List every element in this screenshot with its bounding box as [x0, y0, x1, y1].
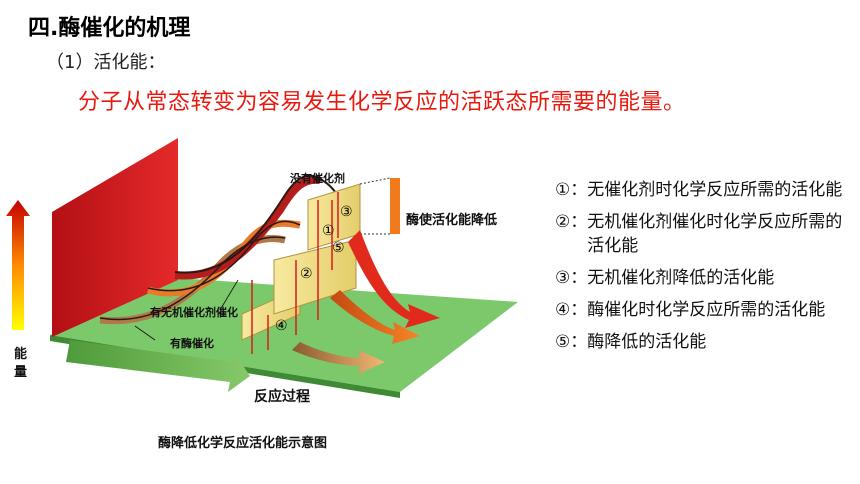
legend-text: 无催化剂时化学反应所需的活化能 [587, 180, 843, 200]
energy-axis-arrow [6, 200, 30, 330]
axis-energy-label-bottom: 量 [14, 365, 27, 380]
activation-energy-diagram: ① ② ③ ④ ⑤ 没有催化剂 有无机催化剂催化 有酶催化 酶使活化能降低 能 … [6, 138, 518, 451]
label-enzyme-lowers: 酶使活化能降低 [406, 212, 497, 228]
legend-item-3: ③： 无机催化剂降低的活化能 [555, 266, 855, 290]
label-inorganic-pointer [219, 279, 239, 311]
legend-text: 无机催化剂降低的活化能 [587, 268, 775, 288]
enzyme-curve-line [99, 236, 286, 321]
subheading-activation-energy: （1）活化能： [46, 52, 166, 73]
no-catalyst-arrow [348, 230, 440, 328]
label-no-catalyst: 没有催化剂 [290, 171, 345, 185]
legend-number: ①： [555, 180, 588, 200]
legend-item-2: ②： 无机催化剂催化时化学反应所需的活化能 [555, 210, 855, 258]
bracket-top [359, 177, 391, 185]
legend-list: ①： 无催化剂时化学反应所需的活化能 ②： 无机催化剂催化时化学反应所需的活化能… [555, 178, 855, 362]
legend-number: ②： [555, 212, 588, 232]
process-axis-arrow [66, 340, 250, 392]
legend-item-4: ④： 酶催化时化学反应所需的活化能 [555, 298, 855, 322]
marker-5: ⑤ [332, 240, 345, 256]
marker-1: ① [322, 223, 335, 239]
section-heading: 四.酶催化的机理 [28, 16, 191, 41]
inorganic-curve-line [147, 220, 301, 292]
marker-4: ④ [275, 318, 288, 334]
legend-number: ③： [555, 268, 588, 288]
legend-number: ⑤： [555, 332, 588, 352]
legend-item-1: ①： 无催化剂时化学反应所需的活化能 [555, 178, 855, 202]
activation-energy-definition: 分子从常态转变为容易发生化学反应的活跃态所需要的能量。 [78, 90, 686, 115]
axis-energy-label-top: 能 [14, 346, 27, 362]
axis-process-label: 反应过程 [254, 388, 310, 405]
marker-3: ③ [340, 204, 353, 220]
legend-number: ④： [555, 300, 588, 320]
diagram-caption: 酶降低化学反应活化能示意图 [158, 435, 327, 451]
legend-text: 无机催化剂催化时化学反应所需的活化能 [587, 212, 843, 256]
marker-2: ② [300, 266, 313, 282]
energy-wall [52, 138, 178, 337]
label-inorganic-catalyst: 有无机催化剂催化 [150, 305, 238, 319]
enzyme-arrow [292, 342, 385, 374]
inorganic-arrow [330, 290, 420, 344]
legend-item-5: ⑤： 酶降低的活化能 [555, 330, 855, 354]
legend-text: 酶催化时化学反应所需的活化能 [587, 300, 826, 320]
label-enzyme-catalyst: 有酶催化 [170, 336, 214, 350]
label-enzyme-pointer [134, 325, 156, 341]
legend-text: 酶降低的活化能 [587, 332, 707, 352]
enzyme-lowering-bar [390, 178, 400, 234]
no-catalyst-ribbon [174, 175, 321, 280]
